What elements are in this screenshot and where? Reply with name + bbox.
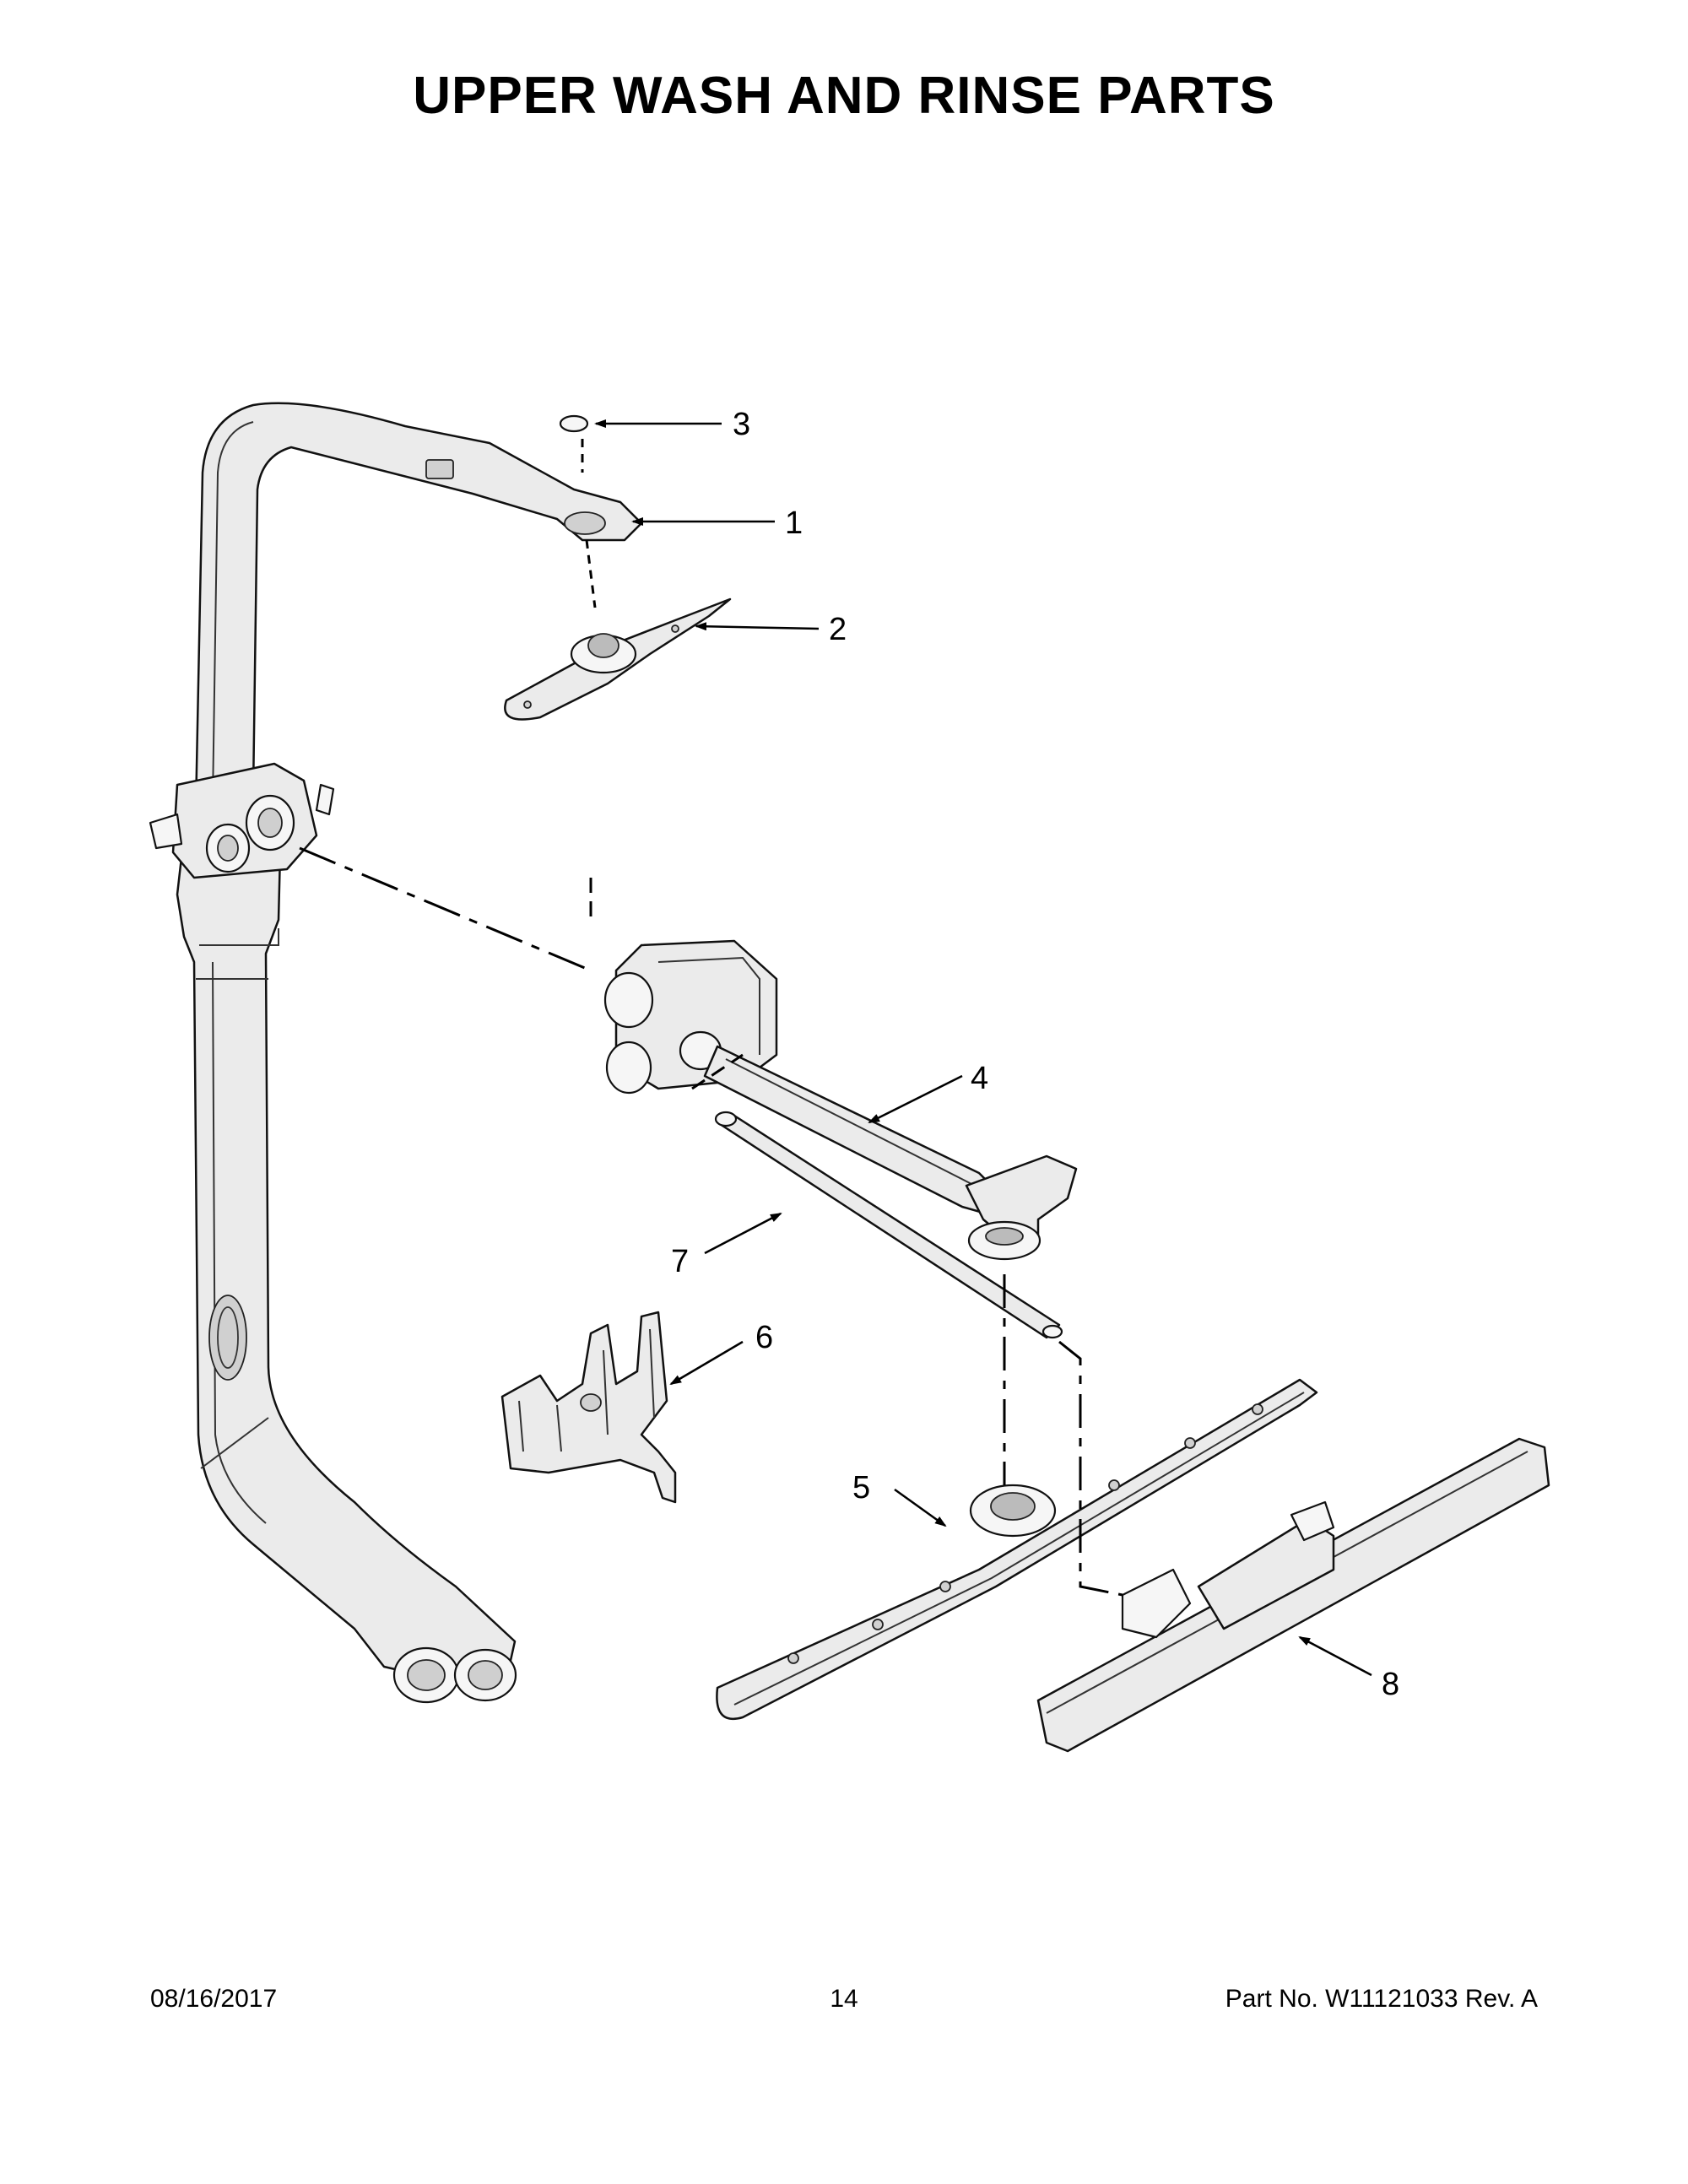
part-5-spray-arm bbox=[716, 1378, 1318, 1720]
supply-duct bbox=[149, 402, 643, 1704]
callout-5: 5 bbox=[852, 1470, 870, 1506]
callout-3: 3 bbox=[733, 407, 750, 442]
footer-page-number: 14 bbox=[830, 1985, 858, 2013]
part-8-rail-bracket bbox=[1036, 1437, 1550, 1753]
callout-4: 4 bbox=[971, 1061, 988, 1096]
callout-7: 7 bbox=[671, 1244, 689, 1279]
page-title: UPPER WASH AND RINSE PARTS bbox=[413, 67, 1275, 125]
callout-1: 1 bbox=[785, 505, 803, 541]
footer-date: 08/16/2017 bbox=[150, 1985, 278, 2013]
part-7-tube bbox=[714, 1111, 1063, 1339]
callout-2: 2 bbox=[829, 612, 847, 647]
callout-8: 8 bbox=[1382, 1667, 1399, 1702]
part-2-upper-spray-arm bbox=[504, 597, 732, 721]
footer-part-number: Part No. W11121033 Rev. A bbox=[1225, 1985, 1538, 2013]
part-6-deflector bbox=[500, 1311, 677, 1504]
callout-6: 6 bbox=[755, 1320, 773, 1355]
part-4-manifold-assembly bbox=[603, 939, 1078, 1261]
part-3-cap bbox=[559, 414, 589, 433]
